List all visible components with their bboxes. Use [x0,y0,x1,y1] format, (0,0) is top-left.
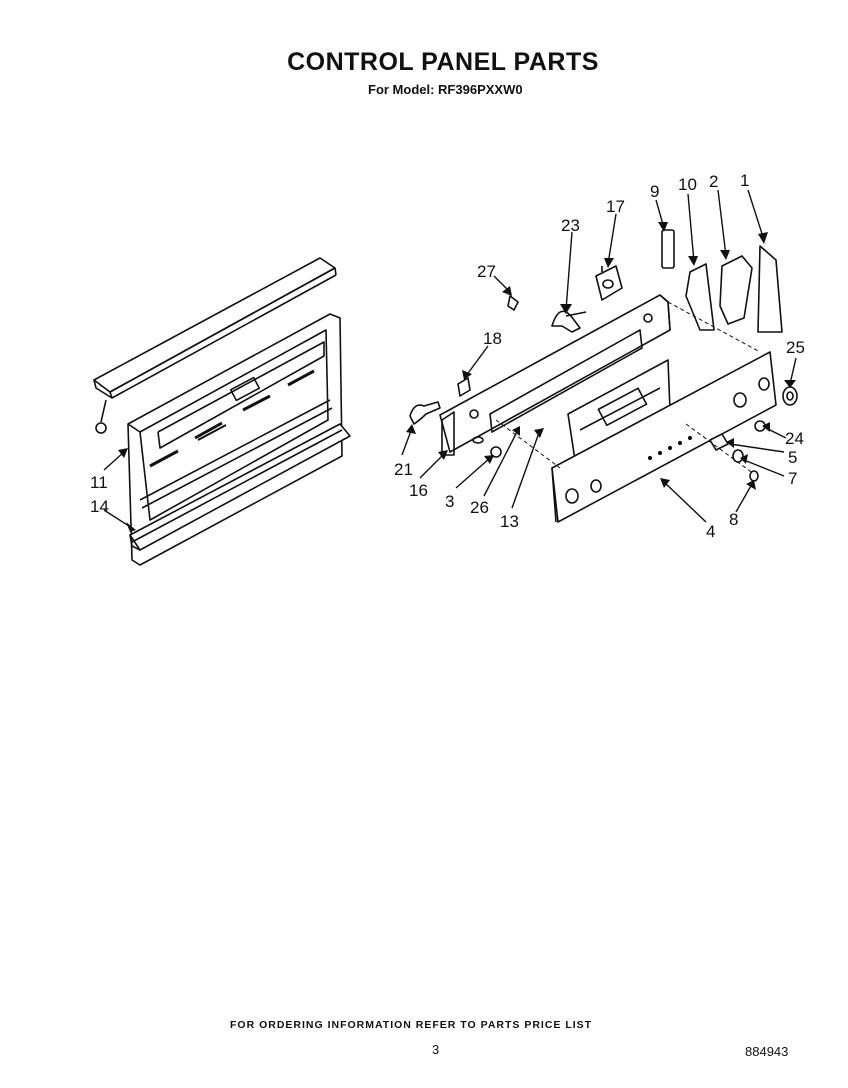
callout-23: 23 [561,216,580,235]
model-subtitle: For Model: RF396PXXW0 [368,82,523,97]
screw-part-8 [749,470,759,482]
bottom-trim-part-14 [129,423,351,551]
callout-8: 8 [729,510,738,529]
callout-4: 4 [706,522,715,541]
callout-5: 5 [788,448,797,467]
callout-17: 17 [606,197,625,216]
bracket-part-23 [551,310,587,333]
control-panel-frame-part-16 [439,294,671,456]
bracket-part-10 [685,263,715,331]
plug-part-3 [490,446,502,458]
callout-3: 3 [445,492,454,511]
callout-27: 27 [477,262,496,281]
cover-part-2 [719,255,753,325]
page-title: CONTROL PANEL PARTS [287,48,599,76]
callout-24: 24 [785,429,804,448]
screw-part [95,399,107,434]
side-panel-part-1 [757,245,783,333]
back-panel-part-11 [127,313,343,566]
callout-7: 7 [788,469,797,488]
callout-10: 10 [678,175,697,194]
hinge-part-21 [409,401,441,425]
top-trim-part [93,257,337,399]
callout-21: 21 [394,460,413,479]
clip-part-18 [457,377,471,397]
callout-labels: 1 2 3 4 5 7 8 9 10 11 13 14 16 17 18 21 … [90,171,805,541]
knob-part-25 [782,386,798,406]
assembly-guides [495,301,761,475]
knob-part-5 [709,433,729,451]
clip-part-27 [507,295,519,311]
callout-18: 18 [483,329,502,348]
cover-part-9 [661,229,675,269]
callout-26: 26 [470,498,489,517]
front-panel-part-4 [551,351,777,523]
callout-13: 13 [500,512,519,531]
callout-16: 16 [409,481,428,500]
switch-part-17 [595,265,623,301]
callout-9: 9 [650,182,659,201]
callout-25: 25 [786,338,805,357]
callout-2: 2 [709,172,718,191]
ordering-note: FOR ORDERING INFORMATION REFER TO PARTS … [230,1019,593,1031]
callout-14: 14 [90,497,109,516]
callout-11: 11 [90,473,108,492]
knob-part-7 [732,449,744,463]
page-number: 3 [432,1042,440,1057]
arrowheads [118,222,796,532]
document-number: 884943 [745,1044,789,1059]
callout-1: 1 [740,171,749,190]
